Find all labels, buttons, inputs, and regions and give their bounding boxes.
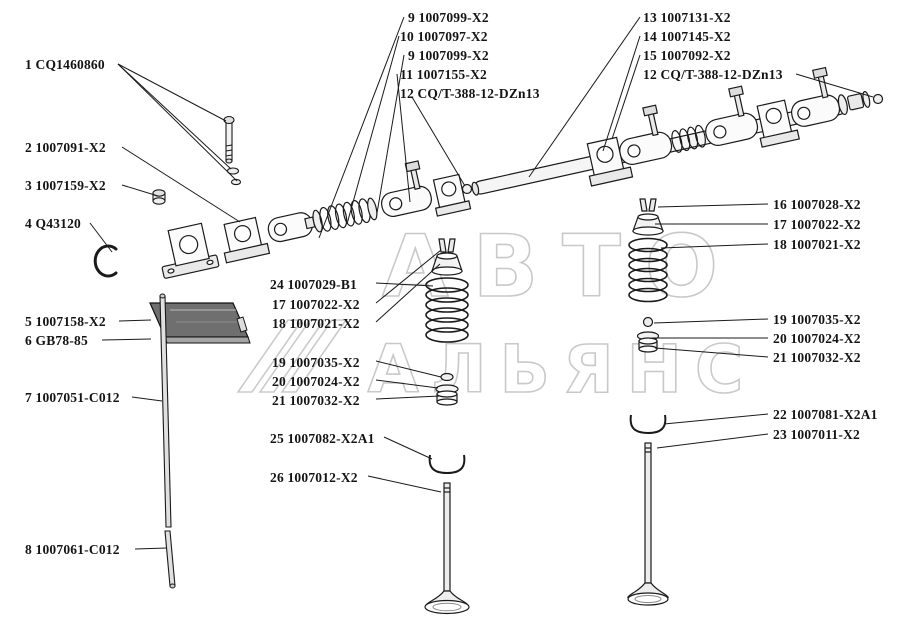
stand-bolt xyxy=(223,115,242,186)
rocker-stand xyxy=(161,222,220,279)
rocker-pedestal xyxy=(432,173,472,217)
set-screw xyxy=(236,316,248,333)
cap-nut xyxy=(152,189,166,205)
part-label-19b: 19 1007035-X2 xyxy=(272,355,360,370)
leader-lines xyxy=(89,16,874,550)
part-label-12b: 12 CQ/T-388-12-DZn13 xyxy=(643,67,783,82)
ball-stud xyxy=(461,183,473,195)
valve-collet xyxy=(639,198,648,212)
rocker-arm-with-screw xyxy=(380,160,432,218)
part-label-13: 13 1007131-X2 xyxy=(643,10,731,25)
part-label-9a: 9 1007099-X2 xyxy=(408,10,489,25)
part-label-20b: 20 1007024-X2 xyxy=(272,374,360,389)
part-label-22: 22 1007081-X2A1 xyxy=(773,407,878,422)
spring-retainer xyxy=(632,213,664,236)
part-label-26: 26 1007012-X2 xyxy=(270,470,358,485)
valve-spring xyxy=(628,237,668,303)
part-label-6: 6 GB78-85 xyxy=(25,333,88,348)
part-label-4: 4 Q43120 xyxy=(25,216,81,231)
part-label-16: 16 1007028-X2 xyxy=(773,197,861,212)
watermark-line2: АЛЬЯНС xyxy=(368,331,757,408)
valve-collet xyxy=(438,238,447,253)
part-label-25: 25 1007082-X2A1 xyxy=(270,431,375,446)
watermark-logo xyxy=(280,319,348,393)
part-label-10: 10 1007097-X2 xyxy=(400,29,488,44)
part-label-1: 1 CQ1460860 xyxy=(25,57,105,72)
seal-cap xyxy=(436,390,458,406)
shaft-end-nut xyxy=(837,91,871,116)
exhaust-valve-assembly xyxy=(626,198,670,606)
part-label-21a: 21 1007032-X2 xyxy=(773,350,861,365)
part-label-3: 3 1007159-X2 xyxy=(25,178,106,193)
part-label-11: 11 1007155-X2 xyxy=(400,67,487,82)
ball-stud xyxy=(872,93,884,105)
part-label-24: 24 1007029-B1 xyxy=(270,277,357,292)
rocker-stand xyxy=(756,99,800,148)
part-label-7: 7 1007051-C012 xyxy=(25,390,120,405)
part-label-17a: 17 1007022-X2 xyxy=(773,217,861,232)
part-label-20a: 20 1007024-X2 xyxy=(773,331,861,346)
part-label-2: 2 1007091-X2 xyxy=(25,140,106,155)
spring-seat-washer xyxy=(440,372,454,382)
part-label-21b: 21 1007032-X2 xyxy=(272,393,360,408)
valve-collet xyxy=(648,198,657,212)
part-label-18a: 18 1007021-X2 xyxy=(773,237,861,252)
rocker-arm-with-screw xyxy=(705,85,759,146)
spring-retainer xyxy=(431,252,463,276)
pushrod-short xyxy=(164,530,176,589)
valve xyxy=(626,442,670,606)
shaft-end xyxy=(471,181,480,196)
rocker-arm xyxy=(267,212,316,243)
lock-plate xyxy=(149,302,251,344)
seal-cap xyxy=(638,337,658,353)
intake-valve-assembly xyxy=(424,238,470,615)
valve xyxy=(424,482,470,615)
part-label-12a: 12 CQ/T-388-12-DZn13 xyxy=(400,86,540,101)
c-clip xyxy=(93,244,118,278)
valve-stem-seal xyxy=(428,454,466,475)
rocker-arm-with-screw xyxy=(791,66,841,127)
part-label-8: 8 1007061-C012 xyxy=(25,542,120,557)
rocker-pedestal xyxy=(223,216,271,264)
rocker-stand xyxy=(586,136,634,187)
pushrod-long xyxy=(159,293,172,528)
rocker-shaft-assembly xyxy=(161,66,871,279)
part-label-14: 14 1007145-X2 xyxy=(643,29,731,44)
part-label-19a: 19 1007035-X2 xyxy=(773,312,861,327)
valve-spring xyxy=(425,277,469,343)
watermark-logo xyxy=(236,319,304,393)
part-label-18b: 18 1007021-X2 xyxy=(272,316,360,331)
part-label-5: 5 1007158-X2 xyxy=(25,314,106,329)
part-label-9b: 9 1007099-X2 xyxy=(408,48,489,63)
valve-collet xyxy=(447,238,456,253)
rocker-arm-with-screw xyxy=(619,104,673,165)
shaft-washer xyxy=(367,197,378,221)
valve-stem-seal xyxy=(629,414,667,435)
part-label-23: 23 1007011-X2 xyxy=(773,427,860,442)
watermark-logo xyxy=(258,319,326,393)
spring-seat-washer xyxy=(642,316,654,328)
part-label-15: 15 1007092-X2 xyxy=(643,48,731,63)
watermark: АВТО АЛЬЯНС xyxy=(236,216,757,409)
part-label-17b: 17 1007022-X2 xyxy=(272,297,360,312)
shaft-spring xyxy=(671,124,706,153)
shaft-spring xyxy=(319,198,371,232)
